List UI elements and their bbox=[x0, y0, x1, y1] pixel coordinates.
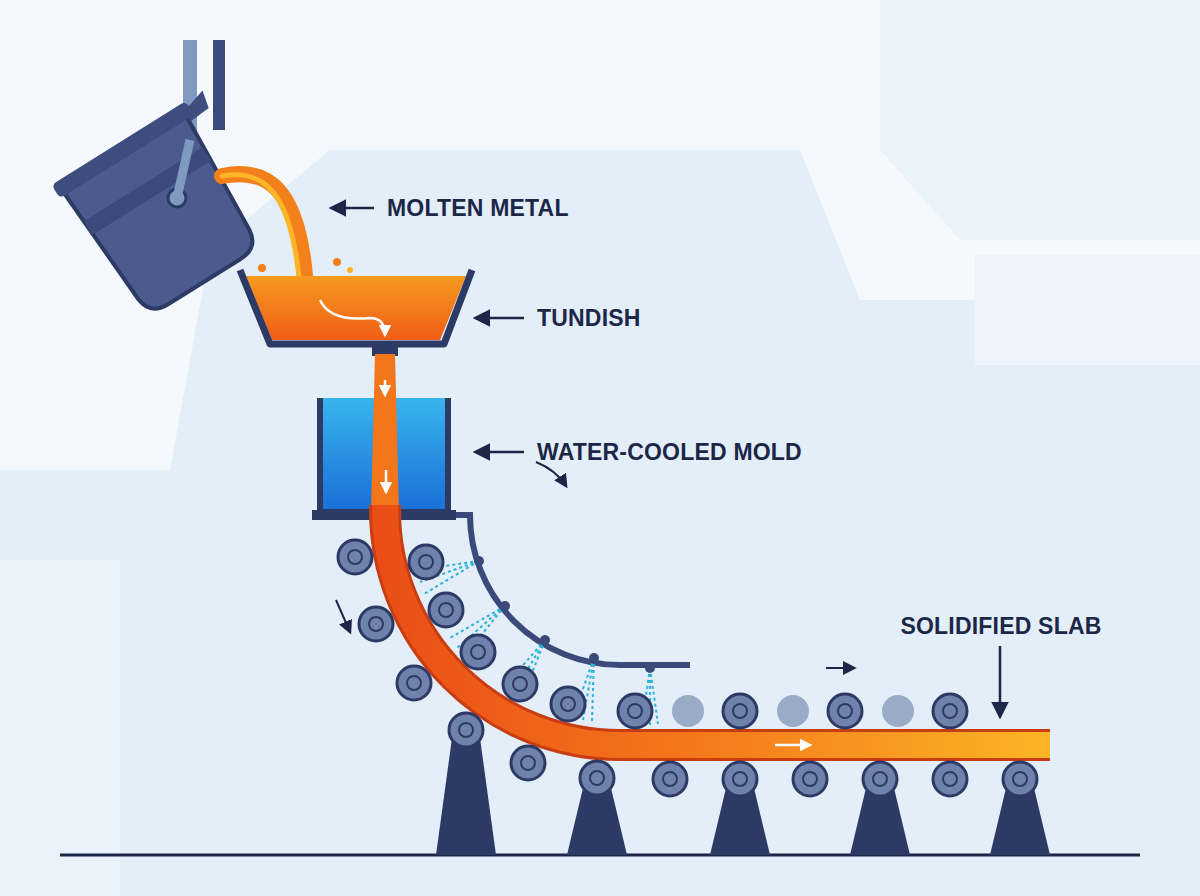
splash bbox=[347, 267, 353, 273]
splash bbox=[258, 264, 266, 272]
leader-arrow bbox=[476, 317, 524, 320]
guide-roller bbox=[338, 540, 1037, 796]
spray-nozzle bbox=[474, 556, 655, 673]
pour-stream bbox=[222, 175, 300, 290]
pour-stream bbox=[222, 174, 306, 290]
guide-roller bbox=[672, 695, 914, 727]
ladle-hanger bbox=[213, 40, 225, 130]
tundish bbox=[240, 270, 472, 344]
roller-hub bbox=[348, 550, 1027, 786]
stream bbox=[371, 354, 399, 512]
part-label: TUNDISH bbox=[537, 304, 641, 332]
roller-support bbox=[436, 738, 1050, 855]
part-label: SOLIDIFIED SLAB bbox=[900, 612, 1101, 640]
flow-arrow bbox=[320, 300, 385, 335]
splash bbox=[333, 258, 341, 266]
leader-arrow bbox=[476, 451, 524, 454]
tundish-melt bbox=[246, 276, 466, 340]
flow-arrow bbox=[385, 470, 388, 492]
flow-arrow bbox=[775, 744, 810, 747]
background-panel bbox=[975, 255, 1200, 365]
motion-arrow bbox=[336, 600, 350, 632]
leader-arrow bbox=[999, 646, 1002, 716]
part-label: MOLTEN METAL bbox=[387, 194, 569, 222]
background-panel bbox=[880, 0, 1200, 240]
leader-arrow bbox=[332, 207, 374, 210]
ladle-arm bbox=[177, 140, 190, 198]
part-label: WATER-COOLED MOLD bbox=[537, 438, 802, 466]
background-panel bbox=[0, 560, 120, 896]
flow-arrow bbox=[384, 380, 387, 395]
motion-arrow bbox=[536, 462, 566, 486]
motion-arrow bbox=[826, 667, 854, 669]
